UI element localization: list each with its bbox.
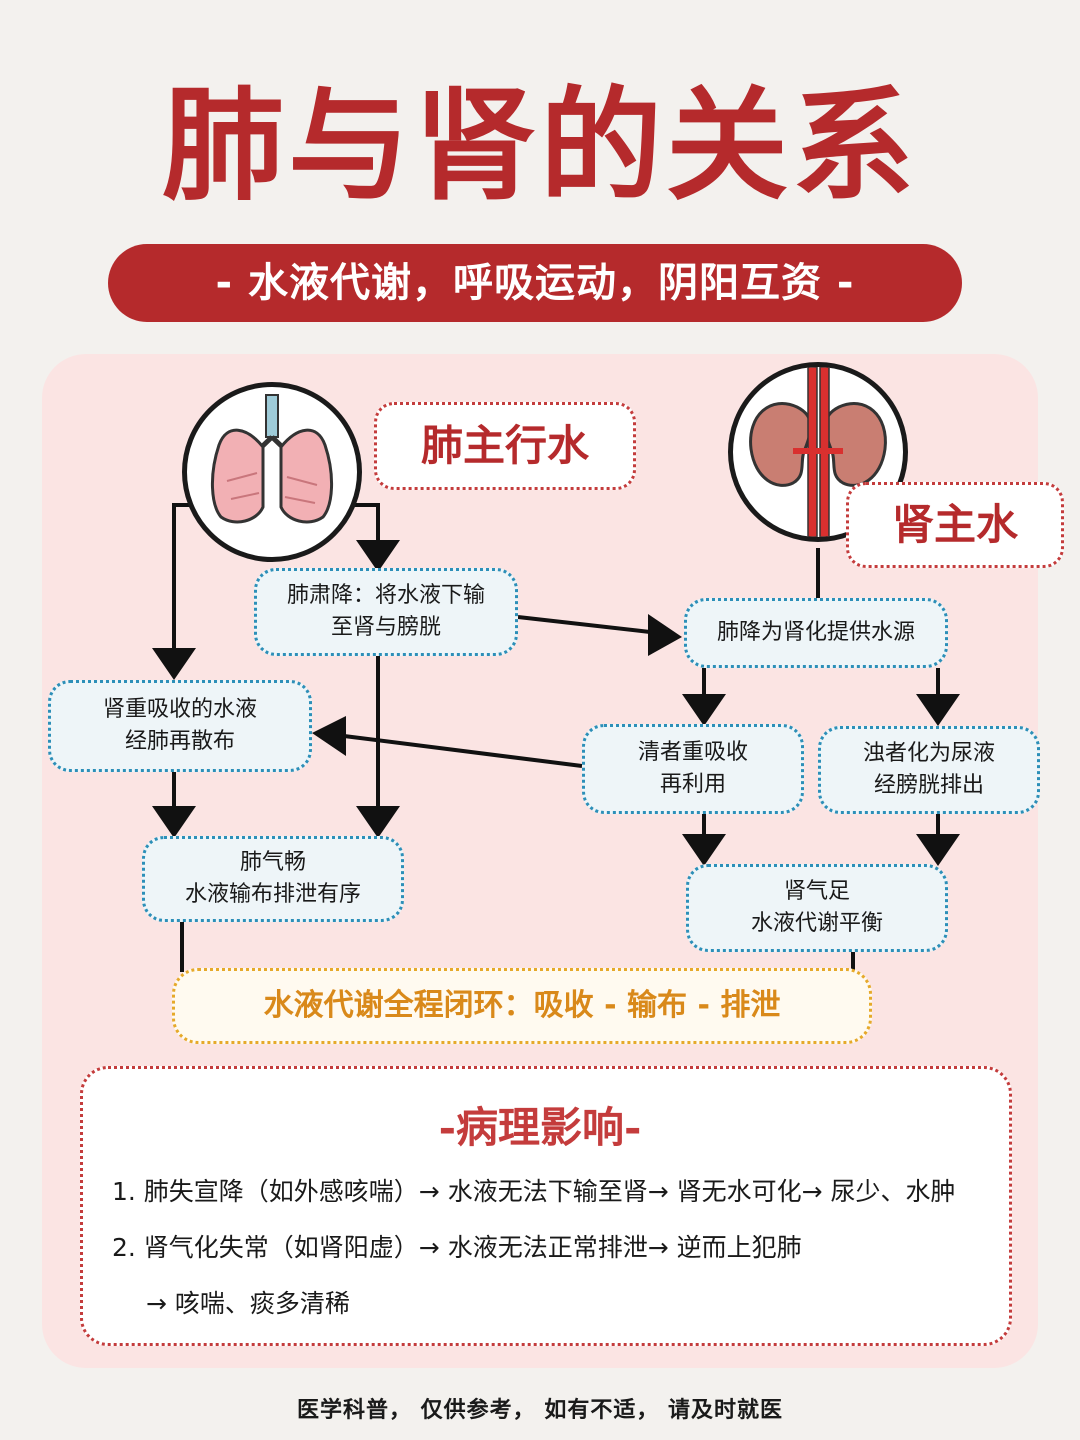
arrow-lungqi-right: [356, 806, 400, 838]
arrow-turbid: [916, 694, 960, 726]
pathology-title: -病理影响-: [438, 1103, 642, 1152]
loop-summary: 水液代谢全程闭环：吸收 - 输布 - 排泄: [172, 968, 872, 1044]
arrow-source: [648, 614, 682, 656]
box-line: 清者重吸收: [637, 740, 748, 765]
arrow-kidneyqi-right: [916, 834, 960, 866]
line-clear-to-reabsorb: [343, 734, 583, 768]
subtitle-banner: - 水液代谢，呼吸运动，阴阳互资 -: [108, 244, 962, 322]
line-lung-to-descend: [352, 503, 380, 540]
box-lung-source: 肺降为肾化提供水源: [684, 598, 948, 668]
kidney-icon: [749, 367, 887, 537]
box-kidney-reabsorb: 肾重吸收的水液 经肺再散布: [48, 680, 312, 772]
box-line: 浊者化为尿液: [862, 741, 995, 766]
pathology-line-3: → 咳喘、痰多清稀: [146, 1289, 350, 1318]
arrow-lungqi-left: [152, 806, 196, 838]
line-descend-to-source: [517, 615, 651, 634]
arrow-reabsorb-left: [312, 716, 346, 756]
arrow-kidneyqi-left: [682, 834, 726, 866]
box-line: 肺肃降：将水液下输: [286, 583, 485, 608]
box-line: 肾气足: [783, 879, 850, 904]
box-line: 水液输布排泄有序: [184, 882, 361, 907]
arrow-reabsorb: [152, 648, 196, 680]
box-line: 再利用: [659, 772, 726, 797]
pathology-line-2: 2. 肾气化失常（如肾阳虚）→ 水液无法正常排泄→ 逆而上犯肺: [112, 1233, 802, 1262]
box-clear: 清者重吸收 再利用: [582, 724, 804, 814]
box-turbid: 浊者化为尿液 经膀胱排出: [818, 726, 1040, 814]
box-line: 肺气畅: [239, 850, 306, 875]
kidney-tag: 肾主水: [846, 482, 1064, 568]
box-lung-descend: 肺肃降：将水液下输 至肾与膀胱: [254, 568, 518, 656]
lung-icon: [210, 394, 334, 524]
arrow-clear: [682, 694, 726, 726]
lung-circle: [182, 382, 362, 562]
box-kidney-qi: 肾气足 水液代谢平衡: [686, 864, 948, 952]
page-title: 肺与肾的关系: [162, 73, 918, 217]
footer-disclaimer: 医学科普， 仅供参考， 如有不适， 请及时就医: [297, 1398, 783, 1423]
box-line: 至肾与膀胱: [330, 615, 441, 640]
pathology-card: [80, 1066, 1012, 1346]
box-line: 肾重吸收的水液: [102, 697, 257, 722]
box-lung-qi: 肺气畅 水液输布排泄有序: [142, 836, 404, 922]
lung-tag: 肺主行水: [374, 402, 636, 490]
pathology-line-1: 1. 肺失宣降（如外感咳喘）→ 水液无法下输至肾→ 肾无水可化→ 尿少、水肿: [112, 1177, 956, 1206]
box-line: 肺降为肾化提供水源: [716, 620, 915, 645]
arrow-descend: [356, 540, 400, 572]
box-line: 水液代谢平衡: [750, 911, 883, 936]
box-line: 经肺再散布: [124, 729, 235, 754]
box-line: 经膀胱排出: [873, 773, 984, 798]
